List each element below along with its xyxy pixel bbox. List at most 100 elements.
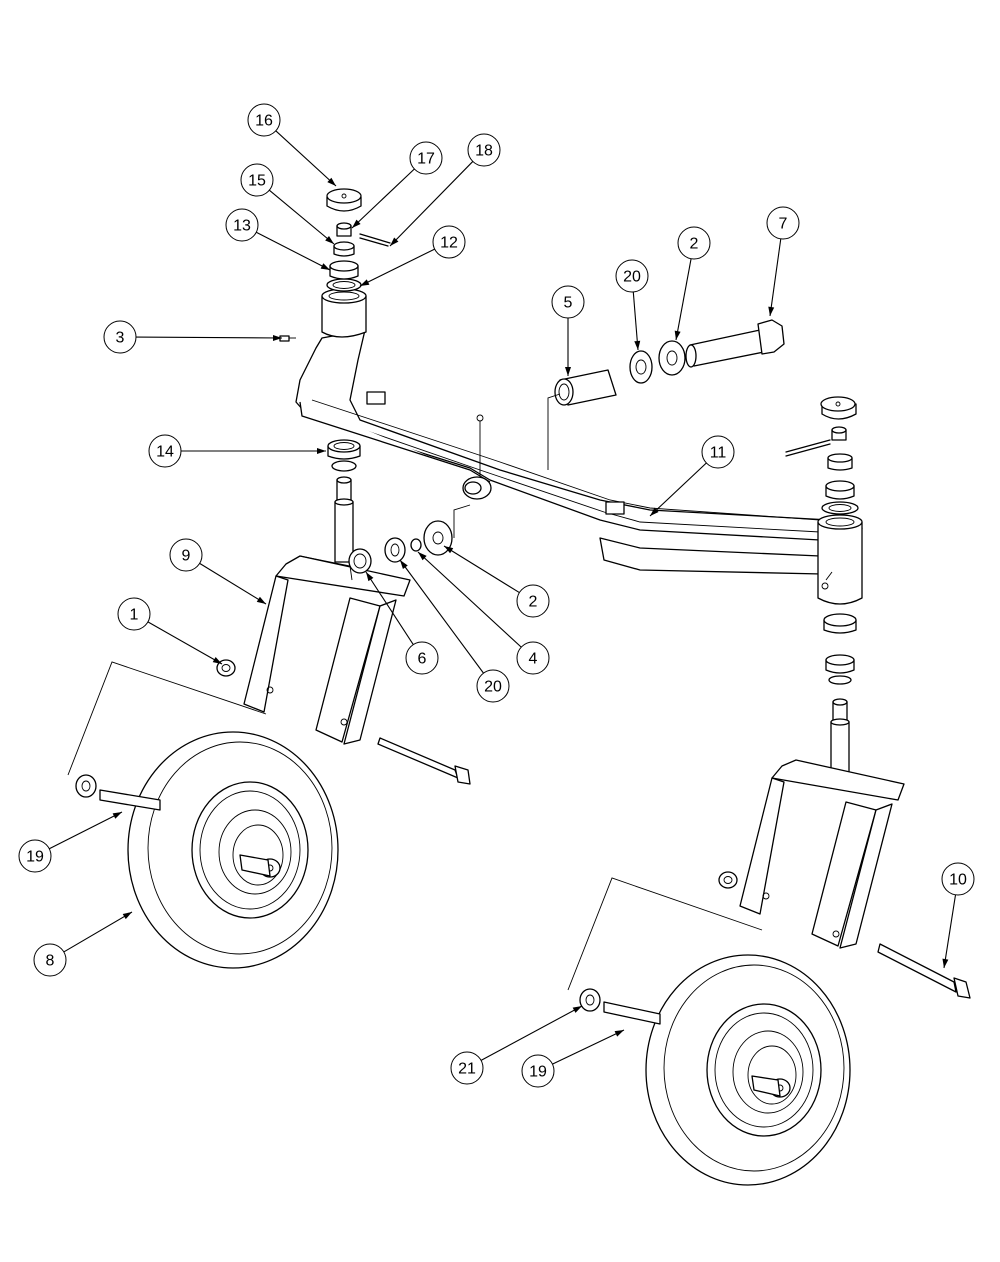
callout-2: 2 [443, 545, 550, 618]
leader-arrowhead [565, 367, 571, 376]
leader-line [268, 189, 335, 245]
callout-circle [247, 103, 281, 137]
leader-arrowhead [400, 560, 408, 570]
leader-arrowhead [942, 958, 949, 968]
leader-arrowhead [366, 572, 374, 582]
leader-arrowhead [352, 219, 361, 228]
right-spindle-housing [817, 514, 863, 605]
callout-circle [766, 206, 800, 240]
callout-number: 19 [529, 1064, 547, 1081]
left-spindle-shaft [334, 476, 354, 563]
leader-arrowhead [634, 340, 641, 350]
callout-5: 5 [551, 285, 585, 376]
callout-circle [405, 641, 439, 675]
callout-16: 16 [247, 103, 337, 187]
left-caster-fork [243, 555, 411, 745]
callout-number: 14 [156, 444, 174, 461]
grease-fitting-left [279, 335, 296, 342]
callout-number: 21 [458, 1061, 476, 1078]
callout-21: 21 [450, 1005, 583, 1085]
right-axle-spacer [579, 988, 661, 1025]
leader-line [147, 621, 223, 665]
right-bearing-stack [821, 453, 859, 515]
leader-line [255, 231, 331, 271]
leader-arrowhead [327, 177, 336, 186]
callout-4: 4 [417, 551, 550, 675]
leader-line [49, 811, 123, 850]
callout-circle [240, 163, 274, 197]
right-lower-bearing [823, 613, 857, 685]
leader-line [443, 545, 520, 594]
callout-11: 11 [649, 435, 735, 517]
callout-number: 20 [484, 679, 502, 696]
callout-8: 8 [33, 911, 133, 977]
left-wheel-ref-frame [67, 661, 267, 776]
leader-arrowhead [572, 1006, 582, 1013]
leader-line [632, 291, 639, 351]
callout-circle [18, 839, 52, 873]
leader-line [769, 238, 782, 317]
leader-arrowhead [112, 812, 122, 819]
leader-line [399, 559, 484, 674]
callout-number: 10 [949, 872, 967, 889]
callout-circle [33, 943, 67, 977]
leader-arrowhead [650, 507, 659, 516]
right-wheel-ref-frame [567, 877, 763, 991]
callout-number: 2 [529, 594, 538, 611]
callout-circle [432, 225, 466, 259]
pivot-center-line [547, 393, 561, 470]
leader-arrowhead [390, 237, 399, 246]
right-caster-fork [739, 759, 905, 949]
pivot-washers [629, 340, 686, 384]
leader-line [552, 1029, 625, 1065]
callout-number: 17 [417, 151, 435, 168]
leader-arrowhead [444, 546, 454, 554]
callout-15: 15 [240, 163, 335, 245]
callout-number: 11 [710, 445, 727, 462]
leader-arrowhead [317, 448, 326, 454]
callout-number: 6 [418, 651, 427, 668]
callout-number: 9 [182, 548, 191, 565]
callout-number: 16 [255, 113, 273, 130]
callout-circle [409, 141, 443, 175]
callout-6: 6 [365, 571, 439, 675]
leader-arrowhead [360, 279, 370, 286]
callout-circle [941, 862, 975, 896]
callout-2: 2 [674, 226, 711, 341]
callout-number: 7 [779, 216, 788, 233]
callout-17: 17 [351, 141, 443, 229]
left-spindle-housing [321, 288, 367, 338]
callout-14: 14 [148, 434, 326, 468]
callout-13: 13 [225, 208, 331, 271]
callout-number: 3 [116, 330, 125, 347]
leader-arrowhead [614, 1030, 624, 1037]
leader-arrowhead [212, 656, 222, 664]
callout-circle [450, 1051, 484, 1085]
leader-line [135, 336, 283, 339]
callout-number: 8 [46, 953, 55, 970]
right-top-cap [785, 396, 857, 457]
leader-line [365, 571, 414, 645]
callout-circle [677, 226, 711, 260]
pivot-bolt [685, 319, 785, 368]
leader-arrowhead [272, 334, 282, 341]
left-fork-bolt [377, 737, 471, 785]
leader-line [417, 551, 522, 648]
callout-number: 15 [248, 173, 266, 190]
callout-number: 13 [233, 218, 251, 235]
callout-circle [225, 208, 259, 242]
leader-arrowhead [320, 263, 330, 270]
callout-circle [103, 320, 137, 354]
leader-line [675, 258, 692, 341]
leader-line [275, 130, 337, 187]
callout-19: 19 [521, 1029, 625, 1088]
left-lower-bearing [327, 439, 361, 472]
callout-1: 1 [117, 597, 223, 665]
leader-arrowhead [418, 552, 427, 561]
leader-line [480, 1005, 583, 1061]
callout-10: 10 [941, 862, 975, 969]
leader-line [63, 911, 133, 953]
leader-line [389, 161, 474, 247]
